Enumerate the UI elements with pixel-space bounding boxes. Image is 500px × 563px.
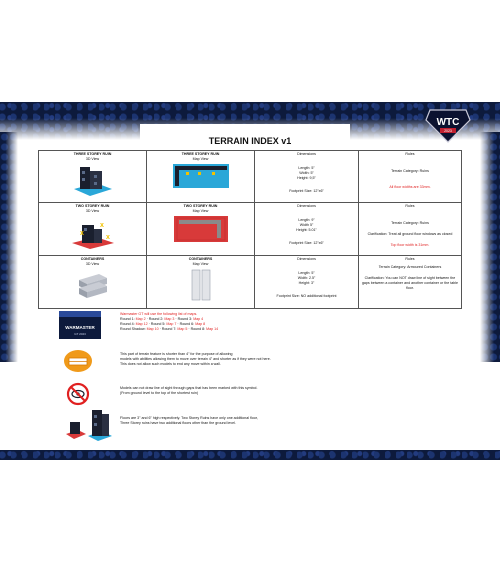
map-round-line-2: Round 4: Map 12 · Round 5: Map 7 · Round…: [120, 322, 206, 326]
maps-list: Warmaster GT will use the following list…: [120, 312, 219, 331]
line-of-sight-note: Models can not draw line of sight throug…: [120, 386, 258, 395]
terrain-3d-cell: TWO STOREY RUIN 3D View x x x: [38, 202, 147, 256]
footer-hex-band: [0, 450, 500, 460]
two-storey-ruin-map-image: [173, 216, 228, 242]
no-line-of-sight-icon: [66, 382, 90, 406]
terrain-rules-cell: Rules Terrain Category: Ruins Clarificat…: [358, 202, 462, 256]
terrain-3d-cell: CONTAINERS 3D View: [38, 255, 147, 309]
terrain-dimensions-cell: Dimensions Length: 5" Width: 5" Height: …: [254, 150, 359, 203]
terrain-index-table: THREE STOREY RUIN 3D View THREE STOREY R…: [38, 150, 462, 309]
terrain-map-cell: CONTAINERS Map View: [146, 255, 255, 309]
header-hex-band: [0, 102, 500, 140]
two-storey-ruin-3d-image: x x x: [71, 222, 114, 249]
low-wall-note: This part of terrain feature is shorter …: [120, 352, 271, 366]
three-storey-ruin-map-image: [172, 164, 229, 188]
svg-text:x: x: [80, 230, 84, 237]
table-row: CONTAINERS 3D View CONTAINERS Map View: [38, 255, 462, 309]
svg-text:WTC: WTC: [437, 117, 460, 128]
svg-text:x: x: [100, 222, 104, 229]
page-title: TERRAIN INDEX v1: [208, 136, 292, 146]
map-round-line-3: Round Shadow: Map 10 · Round 7: Map 5 · …: [120, 327, 219, 331]
containers-3d-image: [78, 274, 107, 298]
svg-text:2023: 2023: [444, 129, 452, 133]
low-wall-marker-icon: [64, 350, 92, 372]
terrain-rules-cell: Rules Terrain Category: Ruins All floor …: [358, 150, 462, 203]
ruin-floors-image: [66, 410, 112, 441]
terrain-dimensions-cell: Dimensions Length: 5" Width: 2.5" Height…: [254, 255, 359, 309]
terrain-map-cell: TWO STOREY RUIN Map View: [146, 202, 255, 256]
table-row: TWO STOREY RUIN 3D View x x x TWO STOREY…: [38, 202, 462, 256]
table-row: THREE STOREY RUIN 3D View THREE STOREY R…: [38, 150, 462, 203]
svg-text:WARMASTER: WARMASTER: [65, 325, 95, 330]
floors-note: Floors are 3" and 6" high respectively. …: [120, 416, 258, 425]
terrain-index-sheet: WTC 2023 TERRAIN INDEX v1 THREE STOREY R…: [0, 102, 500, 460]
terrain-map-cell: THREE STOREY RUIN Map View: [146, 150, 255, 203]
left-hex-border: [0, 132, 18, 362]
wtc-logo: WTC 2023: [425, 109, 471, 143]
terrain-rules-cell: Rules Terrain Category: Armoured Contain…: [358, 255, 462, 309]
svg-text:GT 2023: GT 2023: [74, 332, 86, 336]
terrain-3d-cell: THREE STOREY RUIN 3D View: [38, 150, 147, 203]
warmaster-badge: WARMASTER GT 2023: [59, 311, 101, 339]
right-hex-border: [480, 132, 500, 362]
map-round-line-1: Round 1: Map 2 · Round 2: Map 3 · Round …: [120, 317, 204, 321]
containers-map-image: [191, 269, 210, 301]
svg-text:x: x: [106, 234, 110, 241]
three-storey-ruin-3d-image: [73, 167, 112, 196]
terrain-dimensions-cell: Dimensions Length: 9" Width 5" Height: 5…: [254, 202, 359, 256]
